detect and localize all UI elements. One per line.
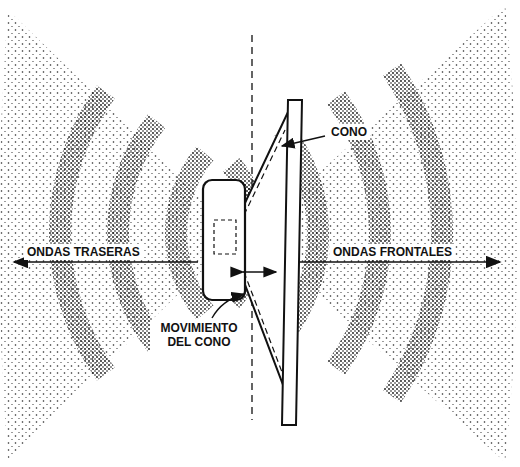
wave-band	[383, 64, 453, 403]
label-text: MOVIMIENTO DEL CONO	[150, 320, 248, 350]
motion-leader	[212, 294, 244, 318]
label-text: ONDAS FRONTALES	[330, 244, 455, 260]
cone-leader	[282, 136, 325, 146]
front-wave-region	[300, 5, 518, 462]
motion-arrow	[243, 271, 276, 272]
wave-band	[327, 91, 391, 374]
speaker-frame	[282, 100, 302, 425]
cone-inner	[244, 130, 285, 380]
wave-band	[107, 114, 165, 352]
label-text: CONO	[328, 124, 370, 140]
voice-coil	[214, 220, 236, 254]
magnet	[203, 180, 245, 300]
wave-band	[49, 85, 115, 380]
rear-arrow	[14, 261, 198, 263]
front-arrow	[300, 261, 500, 263]
label-text: ONDAS TRASERAS	[24, 244, 143, 260]
